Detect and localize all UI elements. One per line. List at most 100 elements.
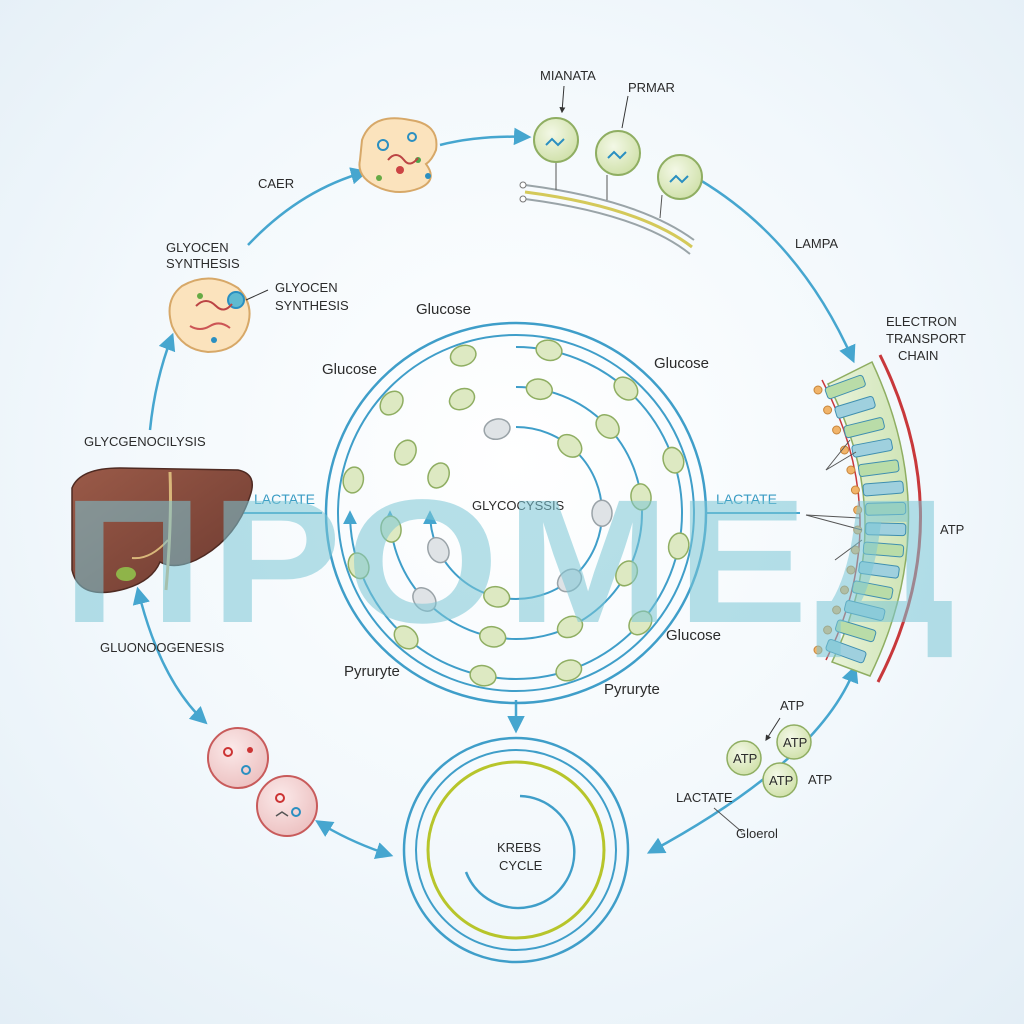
label-etc-1: ELECTRON xyxy=(886,314,957,329)
glycolysis-molecule xyxy=(427,462,450,489)
etc-protein xyxy=(843,599,886,621)
label-glucose-bottom: Glucose xyxy=(666,627,721,644)
atp-molecules xyxy=(713,717,812,833)
glycolysis-molecule xyxy=(630,483,652,511)
glycolysis-molecule xyxy=(662,446,685,474)
label-glucose-right: Glucose xyxy=(654,355,709,372)
label-pyruryte-right: Pyruryte xyxy=(604,681,660,698)
glycolysis-molecule xyxy=(628,610,653,636)
label-lampa: LAMPA xyxy=(795,236,838,251)
glycolysis-molecule xyxy=(613,376,639,401)
glycolysis-molecule xyxy=(469,664,497,687)
liver-organ xyxy=(71,467,253,594)
label-glycogenolysis: GLYCGENOCILYSIS xyxy=(84,434,206,449)
watermark: ПРОМЕД xyxy=(62,464,962,660)
etc-particle xyxy=(853,505,863,515)
labels: CAER GLYOCEN SYNTHESIS GLYOCEN SYNTHESIS… xyxy=(84,68,966,873)
label-glycogen-synthesis-2: GLYOCEN xyxy=(275,280,338,295)
etc-protein xyxy=(824,374,866,400)
etc-particle xyxy=(846,565,856,575)
label-prmar: PRMAR xyxy=(628,80,675,95)
glycolysis-molecule xyxy=(347,552,370,580)
glycolysis-molecule xyxy=(448,387,476,411)
glycolysis-molecule xyxy=(412,587,437,612)
watermark-text: ПРОМЕД xyxy=(62,464,962,660)
etc-protein xyxy=(834,395,876,419)
etc-protein xyxy=(862,541,905,558)
etc-protein xyxy=(865,501,907,516)
etc-protein xyxy=(834,619,877,643)
label-glycogen-synthesis-1b: SYNTHESIS xyxy=(166,256,240,271)
glycolysis-molecule xyxy=(555,659,583,682)
etc-protein xyxy=(851,580,894,600)
glycolysis-molecule xyxy=(535,339,563,362)
glycolysis-molecule xyxy=(393,439,417,466)
glycolysis-molecule xyxy=(449,344,477,367)
glycolysis-molecule xyxy=(342,466,365,494)
label-pyruryte-left: Pyruryte xyxy=(344,663,400,680)
glycolysis-molecule xyxy=(591,499,613,527)
label-atp-b: ATP xyxy=(783,735,807,750)
glycolysis-molecule xyxy=(556,615,584,639)
outer-cycle-arrows xyxy=(132,127,859,859)
label-gluconeogenesis: GLUONOOGENESIS xyxy=(100,640,225,655)
label-atp-right: ATP xyxy=(940,522,964,537)
glycolysis-molecule xyxy=(427,536,450,564)
electron-transport-chain xyxy=(805,354,922,683)
gluconeogenesis-cells xyxy=(207,727,318,837)
etc-protein xyxy=(865,522,907,537)
etc-particle xyxy=(840,445,849,455)
label-atp-a: ATP xyxy=(733,751,757,766)
etc-particle xyxy=(846,465,856,475)
label-glycogen-synthesis-2b: SYNTHESIS xyxy=(275,298,349,313)
etc-particle xyxy=(832,425,842,435)
etc-particle xyxy=(813,645,823,655)
glycolysis-molecule xyxy=(380,515,402,543)
glycolysis-rings xyxy=(324,321,708,705)
etc-particle xyxy=(832,605,842,615)
etc-protein xyxy=(857,459,900,477)
etc-protein xyxy=(862,480,904,497)
etc-particle xyxy=(850,545,860,555)
label-mianata: MIANATA xyxy=(540,68,596,83)
label-gloerol: Gloerol xyxy=(736,826,778,841)
etc-particle xyxy=(813,385,823,395)
glycolysis-molecule xyxy=(595,414,620,439)
label-atp-e: ATP xyxy=(808,772,832,787)
etc-particle xyxy=(823,405,833,415)
label-atp-d: ATP xyxy=(780,698,804,713)
etc-protein-group xyxy=(813,374,907,664)
glycolysis-molecule xyxy=(379,390,404,416)
etc-particle xyxy=(840,585,849,595)
label-lactate-left: LACTATE xyxy=(254,491,315,507)
glycolysis-molecule xyxy=(615,560,639,587)
glycolysis-molecule xyxy=(483,418,511,441)
glycolysis-molecule xyxy=(483,585,511,608)
etc-protein xyxy=(851,438,893,458)
label-lactate-right: LACTATE xyxy=(716,491,777,507)
glycolysis-molecule xyxy=(556,568,583,593)
glycolysis-molecule xyxy=(667,532,690,560)
glycolysis-molecule xyxy=(525,378,553,401)
label-krebs-2: CYCLE xyxy=(499,858,543,873)
etc-particle xyxy=(823,625,833,635)
label-etc-2: TRANSPORT xyxy=(886,331,966,346)
label-krebs-1: KREBS xyxy=(497,840,541,855)
label-glucose-top: Glucose xyxy=(416,301,471,318)
label-glucose-left: Glucose xyxy=(322,361,377,378)
label-glycogen-synthesis-1: GLYOCEN xyxy=(166,240,229,255)
etc-protein xyxy=(843,417,885,439)
glycolysis-molecule xyxy=(393,625,419,650)
etc-protein xyxy=(825,638,867,664)
etc-protein xyxy=(858,561,900,579)
glycolysis-molecules xyxy=(342,339,690,687)
label-lactate-bottom: LACTATE xyxy=(676,790,733,805)
caer-cell xyxy=(358,117,438,193)
label-atp-c: ATP xyxy=(769,773,793,788)
top-membrane xyxy=(519,85,703,255)
label-etc-3: CHAIN xyxy=(898,348,938,363)
glycolysis-molecule xyxy=(557,433,583,458)
label-caer: CAER xyxy=(258,176,294,191)
